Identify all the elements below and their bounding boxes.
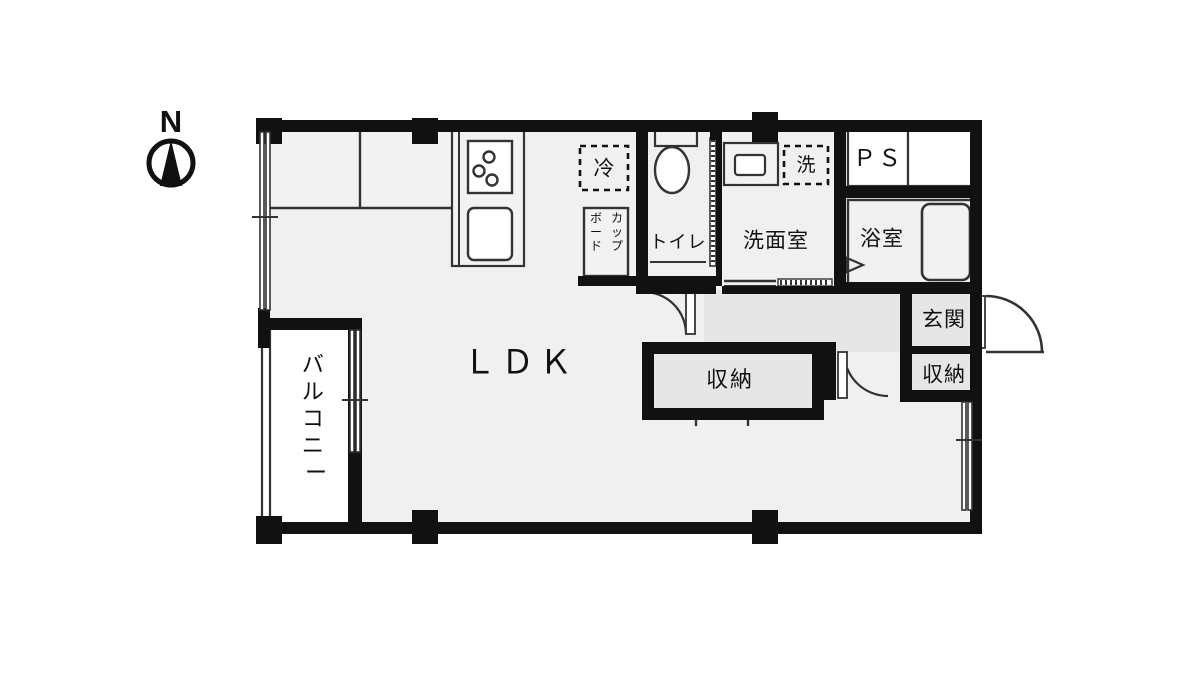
compass-label: N — [160, 104, 182, 139]
wall-storage-left — [642, 342, 654, 420]
bathroom-label: 浴室 — [860, 228, 904, 251]
toilet-tank-icon — [653, 128, 699, 148]
toilet-sliding-door — [709, 137, 717, 267]
wall-cupboard-bottom — [578, 276, 638, 286]
sink-icon — [466, 206, 514, 262]
washer-dashed-box — [782, 144, 830, 186]
pillar-top-right — [752, 112, 778, 142]
toilet-room: トイレ — [648, 128, 710, 276]
compass-needle-icon — [160, 140, 182, 186]
pillar-bottom-right — [752, 510, 778, 544]
balcony-label: バ ル コ ニ ー — [302, 352, 330, 485]
cupboard-unit: ボード カップ — [582, 206, 630, 278]
wall-toilet-washroom — [716, 126, 722, 284]
fridge-label: 冷 — [594, 158, 615, 181]
walls — [258, 120, 982, 534]
stove-burner-1-icon — [482, 150, 496, 164]
wall-entrance-right — [970, 286, 982, 396]
main-storage-label: 収納 — [706, 367, 754, 392]
entrance-label: 玄関 — [922, 309, 966, 332]
vanity-basin-icon — [733, 153, 767, 177]
entrance-door-swing-icon — [985, 294, 1044, 353]
wall-washroom-bottom — [722, 286, 834, 294]
cupboard-label-col1: ボード — [590, 211, 602, 253]
wall-entrance-storage-divider — [906, 346, 976, 354]
ps-label: ＰＳ — [853, 145, 903, 171]
pipe-space: ＰＳ — [846, 126, 976, 188]
washroom: 洗 洗面室 — [722, 128, 833, 287]
ps-box-right — [906, 126, 976, 188]
wall-entrance-storage-bottom — [900, 390, 982, 402]
bathtub-icon — [920, 202, 972, 282]
toilet-bowl-icon — [653, 145, 691, 195]
washroom-label: 洗面室 — [743, 230, 809, 253]
balcony-door-inner — [355, 329, 361, 453]
window-left-upper-outer — [259, 131, 265, 311]
pillar-bottom-left — [256, 516, 282, 544]
balcony-rect — [264, 325, 362, 530]
washer-label: 洗 — [796, 154, 815, 176]
entrance-storage-floor — [912, 352, 974, 396]
corridor-right-door-leaf — [837, 351, 848, 399]
main-storage-floor — [650, 350, 816, 408]
topleft-counter — [266, 128, 454, 210]
wall-storage-top — [642, 342, 824, 354]
fridge-dashed-box — [578, 144, 630, 192]
window-left-upper-inner — [265, 131, 271, 311]
kitchen-unit — [450, 126, 526, 268]
window-right-outer — [961, 401, 967, 511]
bathroom: 浴室 — [845, 198, 976, 286]
stove-burner-2-icon — [472, 164, 486, 178]
wall-bath-left — [834, 126, 846, 294]
wall-toilet-bottom — [636, 276, 722, 286]
wall-ps-bottom — [840, 186, 976, 198]
cupboard-label-col2: カップ — [611, 211, 623, 253]
entrance-floor — [912, 292, 974, 350]
pillar-top-mid — [412, 118, 438, 144]
wall-corridor-top-left — [636, 286, 716, 294]
bathroom-door-arrow-icon — [845, 256, 866, 274]
wall-balcony-top — [258, 318, 362, 330]
balcony-door-outer — [349, 329, 355, 453]
balcony-area: バ ル コ ニ ー — [260, 318, 362, 532]
wall-storage-right — [812, 342, 824, 420]
north-compass: N — [146, 104, 196, 188]
pillar-bottom-mid — [412, 510, 438, 544]
fridge-space: 冷 — [578, 144, 630, 192]
wall-entrance-left — [900, 286, 912, 396]
windows — [252, 131, 982, 511]
entrance-storage-label: 収納 — [922, 364, 966, 387]
wall-storage-bottom — [642, 408, 824, 420]
window-right-inner — [967, 401, 973, 511]
wall-top — [258, 120, 982, 132]
toilet-label: トイレ — [650, 232, 707, 252]
stove-burner-3-icon — [485, 173, 499, 187]
corridor-floor — [704, 290, 908, 352]
wall-toilet-left — [636, 126, 648, 284]
wall-bottom — [258, 522, 982, 534]
ldk-door-leaf — [685, 289, 696, 335]
ldk-label: ＬＤＫ — [463, 344, 577, 381]
wall-corridor-right — [824, 342, 836, 400]
entrance-storage: 収納 — [912, 352, 974, 396]
corridor — [643, 289, 908, 399]
